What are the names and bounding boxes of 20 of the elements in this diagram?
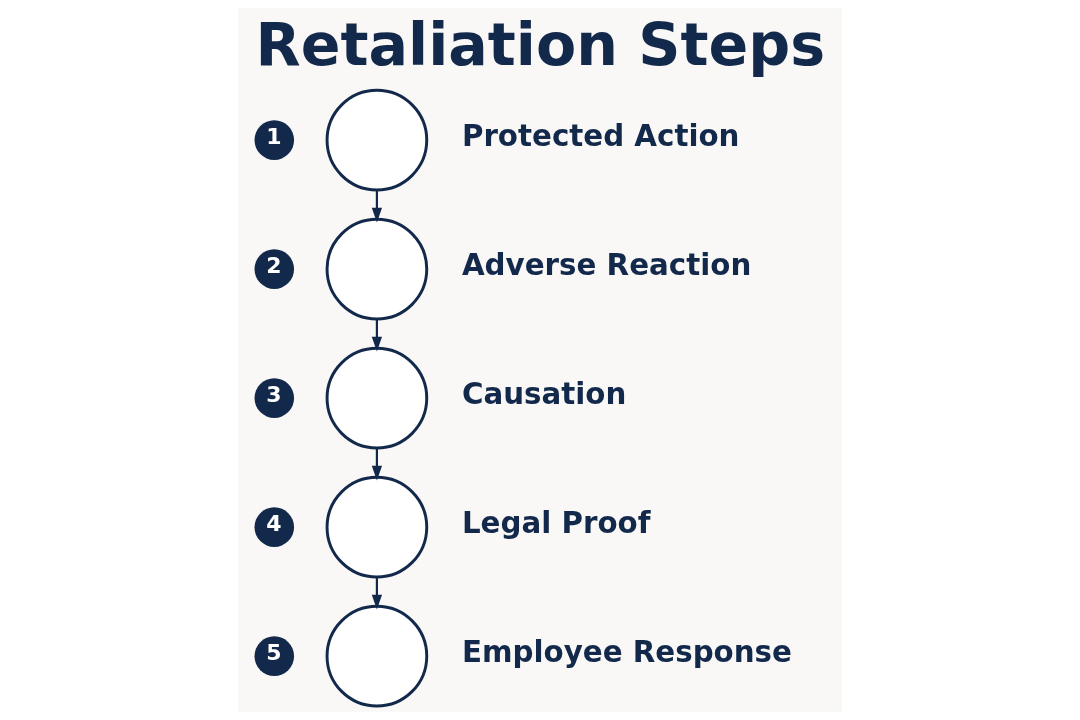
diagram-title: Retaliation Steps: [255, 11, 826, 80]
node-circle: 4: [254, 507, 295, 547]
node-circle: [325, 88, 429, 192]
node-circle: 5: [254, 636, 295, 676]
arrow: [371, 576, 383, 610]
arrow: [371, 189, 383, 223]
node-circle: [325, 217, 429, 321]
arrow: [371, 447, 383, 481]
node-circle: [325, 346, 429, 450]
node-label: Causation: [461, 376, 627, 411]
node-circle: [325, 475, 429, 579]
node-label: Adverse Reaction: [461, 247, 752, 282]
node-label: Legal Proof: [461, 505, 651, 540]
node-circle: [325, 604, 429, 708]
node-circle: 3: [254, 378, 295, 418]
arrow: [371, 318, 383, 352]
node-label: Employee Response: [461, 635, 792, 669]
node-label: Protected Action: [461, 118, 740, 153]
node-circle: 2: [254, 249, 295, 289]
node-circle: 1: [254, 120, 295, 160]
